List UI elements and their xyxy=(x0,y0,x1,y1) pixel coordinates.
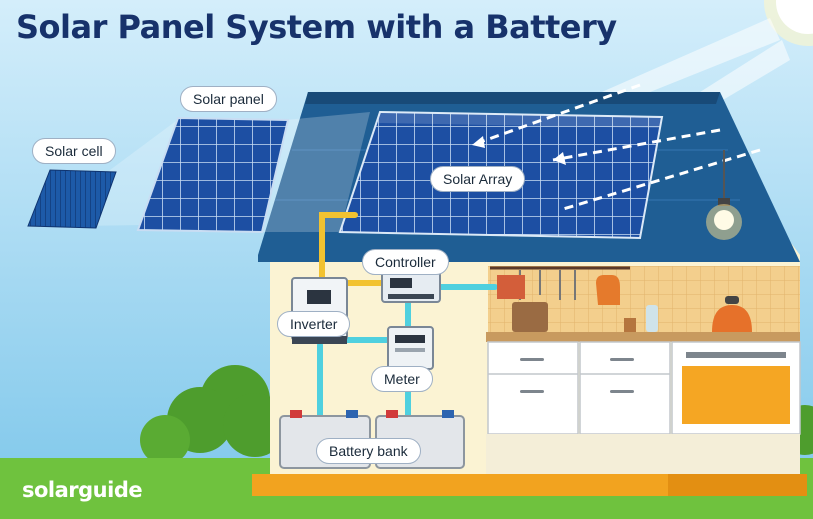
lightbulb-icon xyxy=(706,150,742,240)
solar-cell xyxy=(27,169,117,229)
solar-cell-label: Solar cell xyxy=(32,138,116,164)
controller-label: Controller xyxy=(362,249,449,275)
coffee-mug xyxy=(624,318,636,332)
utensil-rail xyxy=(490,266,630,300)
meter-label: Meter xyxy=(371,366,433,392)
sun-ray-arrows xyxy=(471,83,761,212)
sun-icon xyxy=(764,0,813,46)
cabinet-middle xyxy=(579,341,671,435)
kettle-icon xyxy=(712,296,752,332)
battery-bank-label: Battery bank xyxy=(316,438,421,464)
inverter-label: Inverter xyxy=(277,311,351,337)
kitchen-baseboard xyxy=(486,434,800,474)
page-title: Solar Panel System with a Battery xyxy=(16,8,617,46)
cabinet-left xyxy=(487,341,579,435)
panel-zoom-wedge xyxy=(260,112,370,232)
solar-panel-label: Solar panel xyxy=(180,86,277,112)
oven-mitt-icon xyxy=(596,275,620,305)
meter-device xyxy=(387,326,434,370)
countertop xyxy=(486,332,800,342)
kitchen-bottle xyxy=(646,305,658,332)
brand-logo: solarguide xyxy=(22,478,143,502)
solar-panel xyxy=(136,116,290,234)
solar-array-label: Solar Array xyxy=(430,166,526,192)
cutting-board xyxy=(512,302,548,332)
controller-device xyxy=(381,271,441,303)
